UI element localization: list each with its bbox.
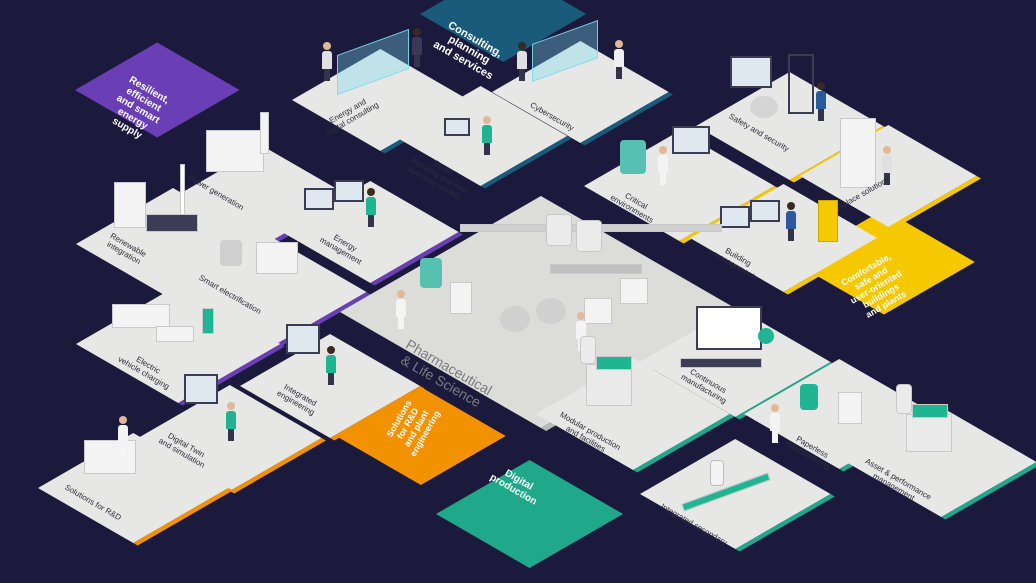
process-chart-icon bbox=[696, 306, 762, 350]
operator-figure bbox=[786, 202, 796, 241]
monitor-icon bbox=[286, 324, 320, 354]
vial-icon bbox=[710, 460, 724, 486]
charging-station-icon bbox=[202, 308, 214, 334]
power-plant-icon bbox=[206, 130, 264, 172]
storage-tank-icon bbox=[580, 336, 596, 364]
storage-tank-icon bbox=[546, 214, 572, 246]
consultant-figure bbox=[322, 42, 332, 81]
electric-car-icon bbox=[156, 326, 194, 342]
bioreactor-icon bbox=[800, 384, 818, 410]
filling-machine-icon bbox=[838, 392, 862, 424]
consultant-figure bbox=[412, 28, 422, 67]
lab-worker-figure bbox=[396, 290, 406, 329]
packaging-machine-icon bbox=[620, 278, 648, 304]
solar-panel-icon bbox=[146, 214, 198, 232]
engineer-figure bbox=[326, 346, 336, 385]
monitor-icon bbox=[334, 180, 364, 202]
storage-tank-icon bbox=[896, 384, 912, 414]
filling-machine-icon bbox=[450, 282, 472, 314]
operator-figure bbox=[366, 188, 376, 227]
lab-worker-figure bbox=[770, 404, 780, 443]
bollard-icon bbox=[750, 96, 778, 118]
monitor-icon bbox=[184, 374, 218, 404]
lab-bench-icon bbox=[84, 440, 136, 474]
grid-module-icon bbox=[912, 404, 948, 418]
laptop-icon bbox=[444, 118, 470, 136]
office-tower-icon bbox=[840, 118, 876, 188]
cleanroom-tank-icon bbox=[620, 140, 646, 174]
consultant-figure bbox=[614, 40, 624, 79]
conveyor-icon bbox=[680, 358, 762, 368]
packaging-machine-icon bbox=[584, 298, 612, 324]
consultant-figure bbox=[517, 42, 527, 81]
switchgear-icon bbox=[256, 242, 298, 274]
asset-cube-icon bbox=[906, 414, 952, 452]
conveyor-icon bbox=[550, 264, 642, 274]
monitor-icon bbox=[672, 126, 710, 154]
transformer-icon bbox=[220, 240, 242, 266]
monitor-icon bbox=[720, 206, 750, 228]
reactor-vessel-icon bbox=[420, 258, 442, 288]
lab-worker-figure bbox=[118, 416, 128, 455]
checkmark-icon bbox=[758, 328, 774, 344]
guard-figure bbox=[816, 82, 826, 121]
battery-storage-icon bbox=[114, 182, 146, 228]
storage-tank-icon bbox=[576, 220, 602, 252]
access-terminal-icon bbox=[730, 56, 772, 88]
mixing-tank-icon bbox=[536, 298, 566, 324]
lab-worker-figure bbox=[658, 146, 668, 185]
server-rack-icon bbox=[818, 200, 838, 242]
chimney-icon bbox=[260, 112, 269, 154]
worker-figure bbox=[482, 116, 492, 155]
electric-truck-icon bbox=[112, 304, 170, 328]
engineer-figure bbox=[226, 402, 236, 441]
security-gate-icon bbox=[788, 54, 814, 114]
modular-unit-icon bbox=[586, 364, 632, 406]
puzzle-module-icon bbox=[596, 356, 632, 370]
monitor-icon bbox=[750, 200, 780, 222]
worker-figure bbox=[882, 146, 892, 185]
monitor-icon bbox=[304, 188, 334, 210]
mixing-tank-icon bbox=[500, 306, 530, 332]
